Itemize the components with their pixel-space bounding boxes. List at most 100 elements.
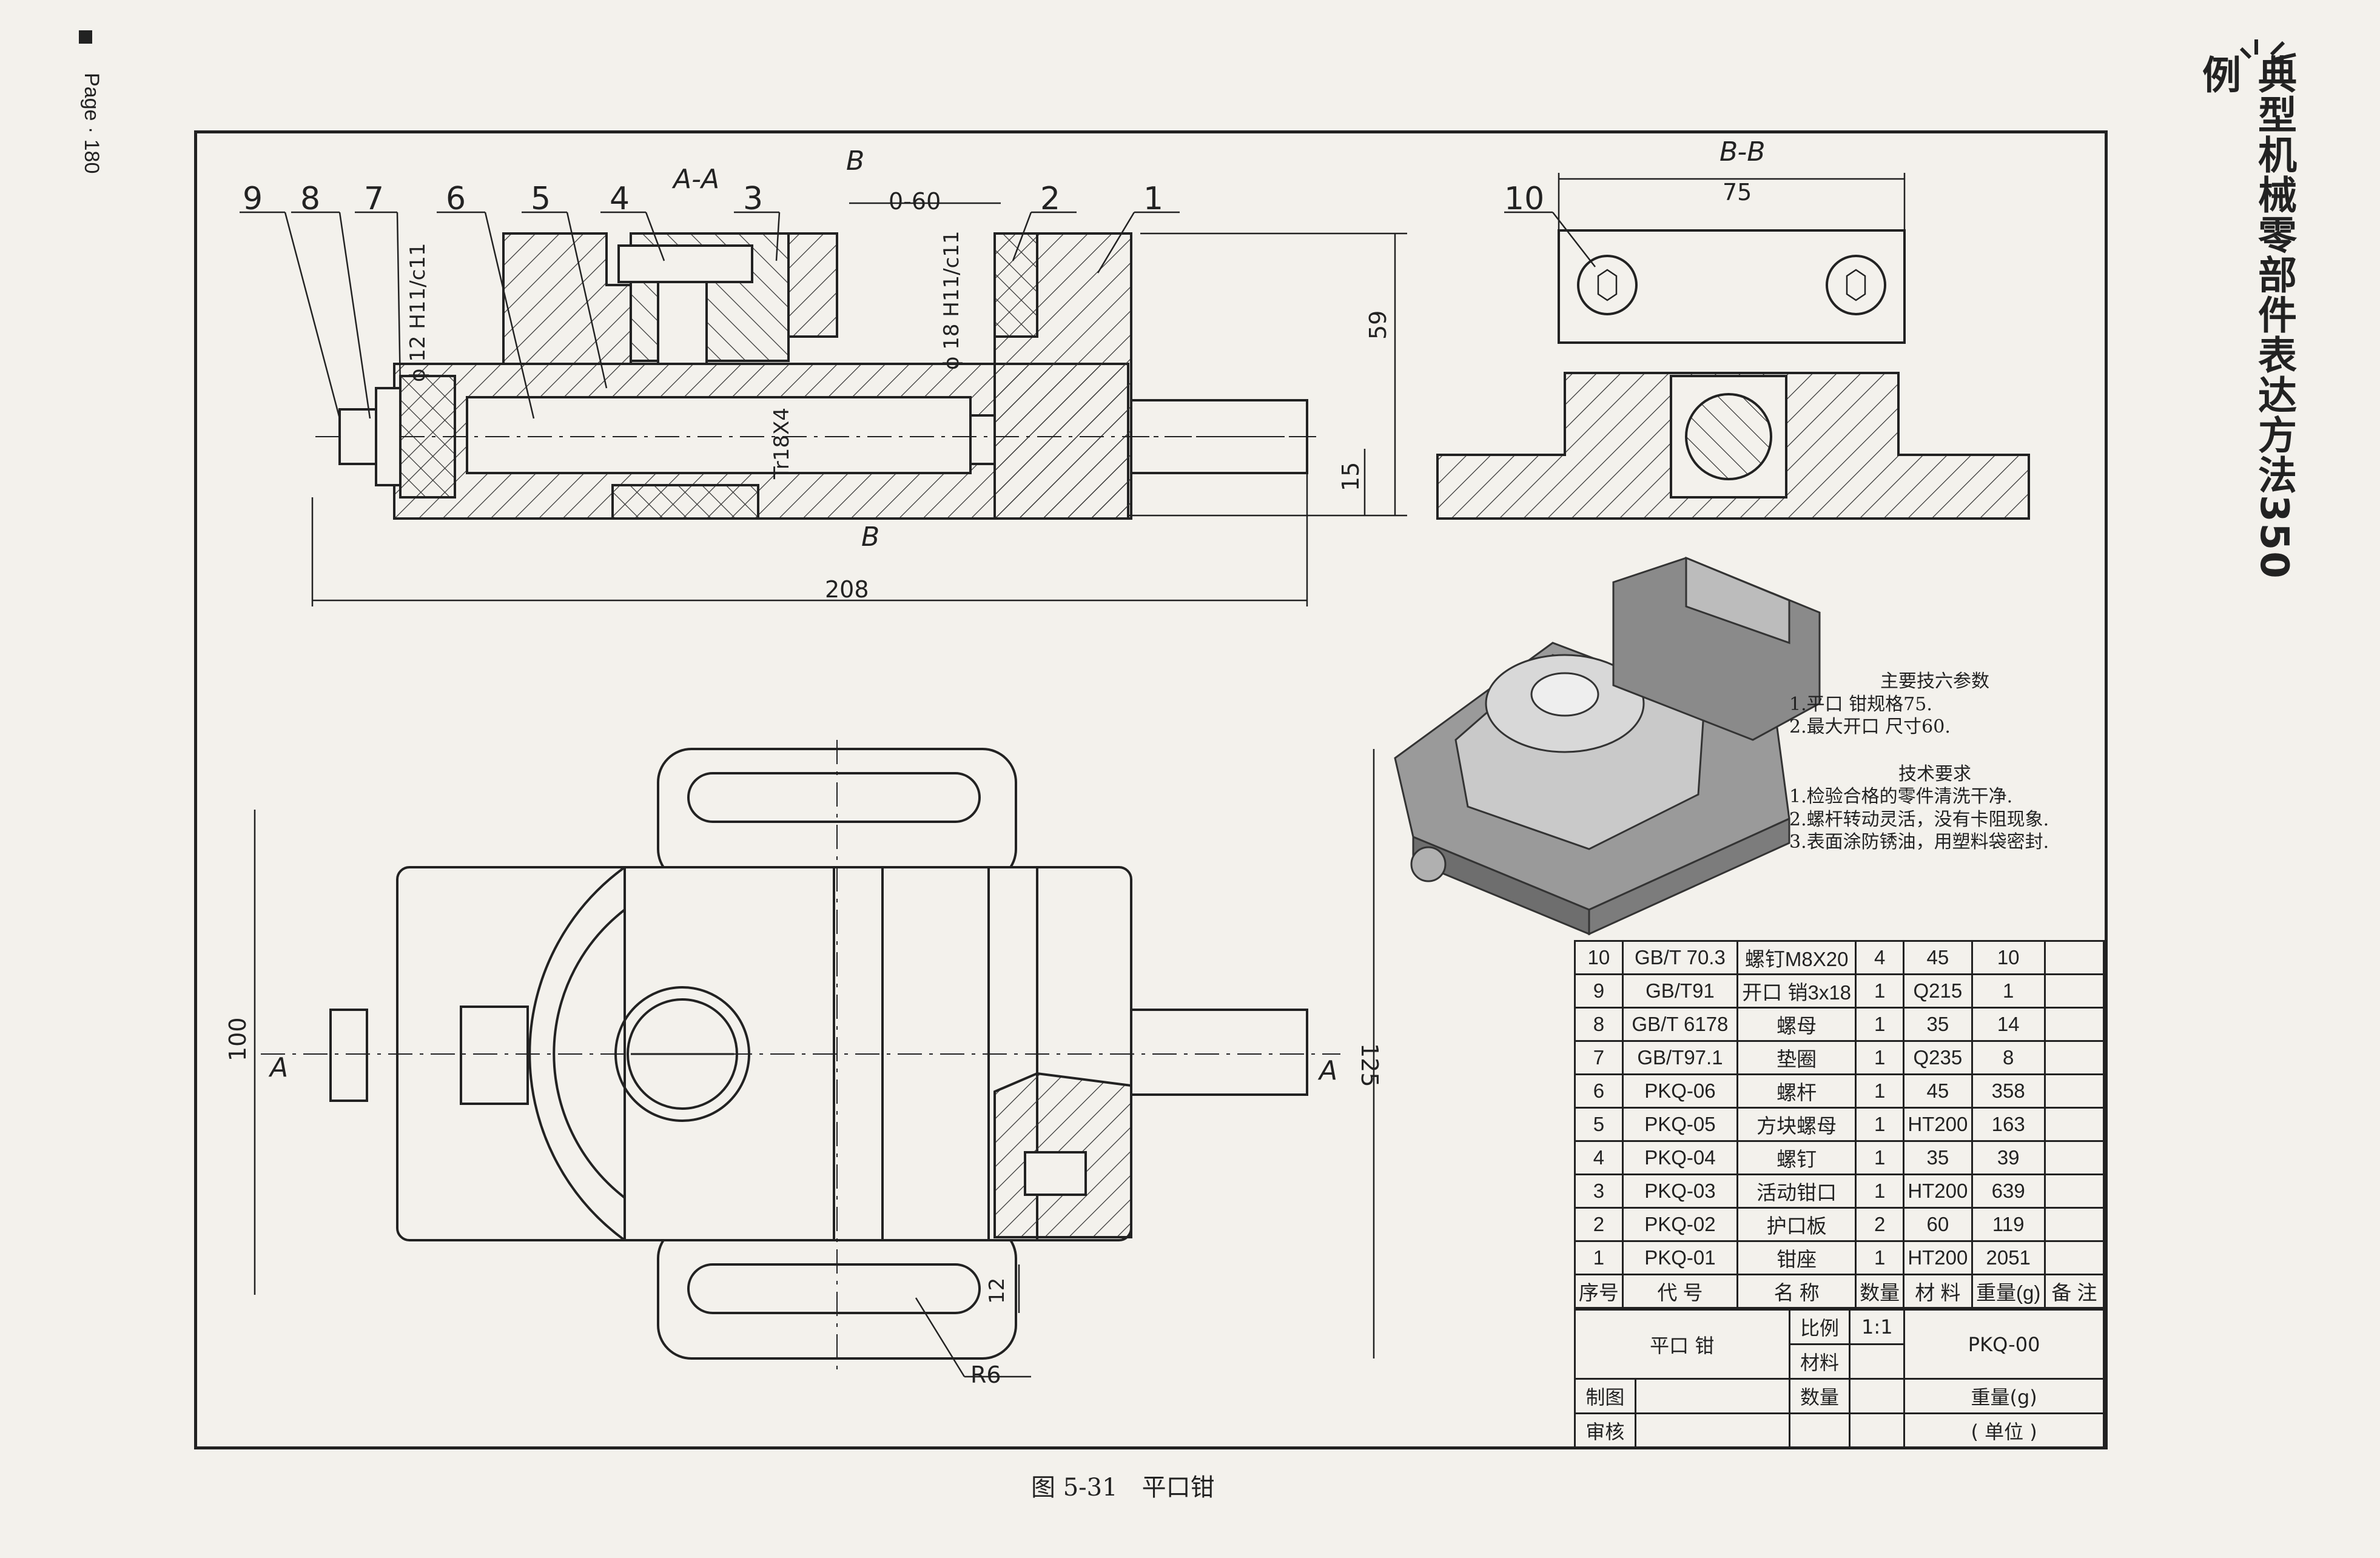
- cell-remark: [2043, 1140, 2105, 1175]
- dim-radius: R6: [970, 1362, 1001, 1388]
- cell-remark: [2043, 1040, 2105, 1075]
- lead-screw: [466, 396, 972, 474]
- dim-width-100: 100: [224, 1017, 251, 1061]
- fixed-jaw-block: [1558, 229, 1906, 344]
- cell-qty: 1: [1855, 1140, 1905, 1175]
- drawn-by-label: 制图: [1574, 1378, 1636, 1414]
- scale-value: 1:1: [1849, 1309, 1906, 1345]
- cell-code: PKQ-01: [1621, 1240, 1739, 1275]
- cell-qty: 1: [1855, 1040, 1905, 1075]
- cell-material: HT200: [1903, 1240, 1973, 1275]
- cell-no: 1: [1574, 1240, 1624, 1275]
- cell-no: 7: [1574, 1040, 1624, 1075]
- cell-remark: [2043, 940, 2105, 975]
- cell-name: 螺杆: [1736, 1073, 1857, 1109]
- param-item: 1.平口 钳规格75.: [1789, 693, 1932, 715]
- cell-material: 35: [1903, 1007, 1973, 1042]
- section-bb-view: [1436, 173, 2030, 520]
- cell-code: PKQ-06: [1621, 1073, 1739, 1109]
- cell-weight: 358: [1971, 1073, 2046, 1109]
- nut-end: [375, 387, 402, 486]
- weight-label: 重量(g): [1903, 1378, 2105, 1414]
- cell-weight: 39: [1971, 1140, 2046, 1175]
- page-marker: [79, 30, 92, 44]
- drawing-sheet-border: [194, 130, 2108, 1449]
- cell-remark: [2043, 1073, 2105, 1109]
- cell-code: GB/T 6178: [1621, 1007, 1739, 1042]
- section-aa-title: A-A: [671, 164, 719, 195]
- header-remark: 备 注: [2043, 1274, 2105, 1309]
- cell-weight: 163: [1971, 1107, 2046, 1142]
- dim-width-75: 75: [1723, 179, 1752, 206]
- callout-8: 8: [300, 181, 320, 217]
- jaw-plate-left: [787, 232, 838, 338]
- cell-material: 35: [1903, 1140, 1973, 1175]
- dim-thread: Tr18X4: [770, 408, 794, 480]
- cell-name: 螺母: [1736, 1007, 1857, 1042]
- cell-qty: 2: [1855, 1207, 1905, 1242]
- cell-material: HT200: [1903, 1107, 1973, 1142]
- header-code: 代 号: [1621, 1274, 1739, 1309]
- callout-3: 3: [743, 181, 763, 217]
- cell-code: PKQ-04: [1621, 1140, 1739, 1175]
- drawing-number: PKQ-00: [1903, 1309, 2105, 1380]
- checked-by-label: 审核: [1574, 1412, 1636, 1449]
- params-title: 主要技六参数: [1880, 671, 1989, 692]
- dim-slot-12: 12: [985, 1278, 1009, 1304]
- cell-name: 垫圈: [1736, 1040, 1857, 1075]
- technical-notes: 主要技六参数 1.平口 钳规格75. 2.最大开口 尺寸60. 技术要求 1.检…: [1789, 670, 2080, 925]
- cell-qty: 1: [1855, 1174, 1905, 1209]
- section-bb-title: B-B: [1719, 136, 1765, 167]
- screw-head: [617, 244, 753, 283]
- figure-title: 平口钳: [1141, 1474, 1215, 1502]
- requirement-item: 2.螺杆转动灵活，没有卡阻现象.: [1789, 808, 2049, 830]
- cell-weight: 2051: [1971, 1240, 2046, 1275]
- section-b-marker-bottom: B: [861, 522, 879, 552]
- cell-remark: [2043, 1174, 2105, 1209]
- cell-no: 3: [1574, 1174, 1624, 1209]
- callout-6: 6: [446, 181, 466, 217]
- cell-name: 螺钉: [1736, 1140, 1857, 1175]
- figure-label: 图 5-31: [1031, 1474, 1118, 1502]
- section-a-marker-left: A: [268, 1052, 288, 1083]
- cell-remark: [2043, 1107, 2105, 1142]
- cell-weight: 10: [1971, 940, 2046, 975]
- cell-code: GB/T91: [1621, 973, 1739, 1009]
- dim-diameter-12: ϕ 12 H11/c11: [406, 243, 430, 382]
- quantity-label: 数量: [1788, 1378, 1851, 1414]
- jaw-arc-inner: [553, 908, 626, 1199]
- callout-4: 4: [610, 181, 630, 217]
- cell-name: 护口板: [1736, 1207, 1857, 1242]
- cell-material: 45: [1903, 1073, 1973, 1109]
- cell-qty: 1: [1855, 1073, 1905, 1109]
- cell-remark: [2043, 1007, 2105, 1042]
- cell-weight: 8: [1971, 1040, 2046, 1075]
- cell-remark: [2043, 1240, 2105, 1275]
- scale-label: 比例: [1788, 1309, 1851, 1345]
- cell-material: 60: [1903, 1207, 1973, 1242]
- cell-material: Q215: [1903, 973, 1973, 1009]
- cell-no: 2: [1574, 1207, 1624, 1242]
- header-material: 材 料: [1903, 1274, 1973, 1309]
- dim-width-125: 125: [1356, 1043, 1383, 1087]
- cell-qty: 1: [1855, 1007, 1905, 1042]
- bom-header-row: 序号 代 号 名 称 数量 材 料 重量(g) 备 注: [1574, 1274, 2105, 1309]
- cell-code: GB/T97.1: [1621, 1040, 1739, 1075]
- cell-name: 方块螺母: [1736, 1107, 1857, 1142]
- slot-top: [687, 772, 981, 823]
- requirements-title: 技术要求: [1898, 763, 1971, 785]
- cell-qty: 1: [1855, 973, 1905, 1009]
- section-aa-view: [240, 202, 1407, 606]
- header-qty: 数量: [1855, 1274, 1905, 1309]
- nut-lower: [611, 484, 759, 520]
- cell-name: 螺钉M8X20: [1736, 940, 1857, 975]
